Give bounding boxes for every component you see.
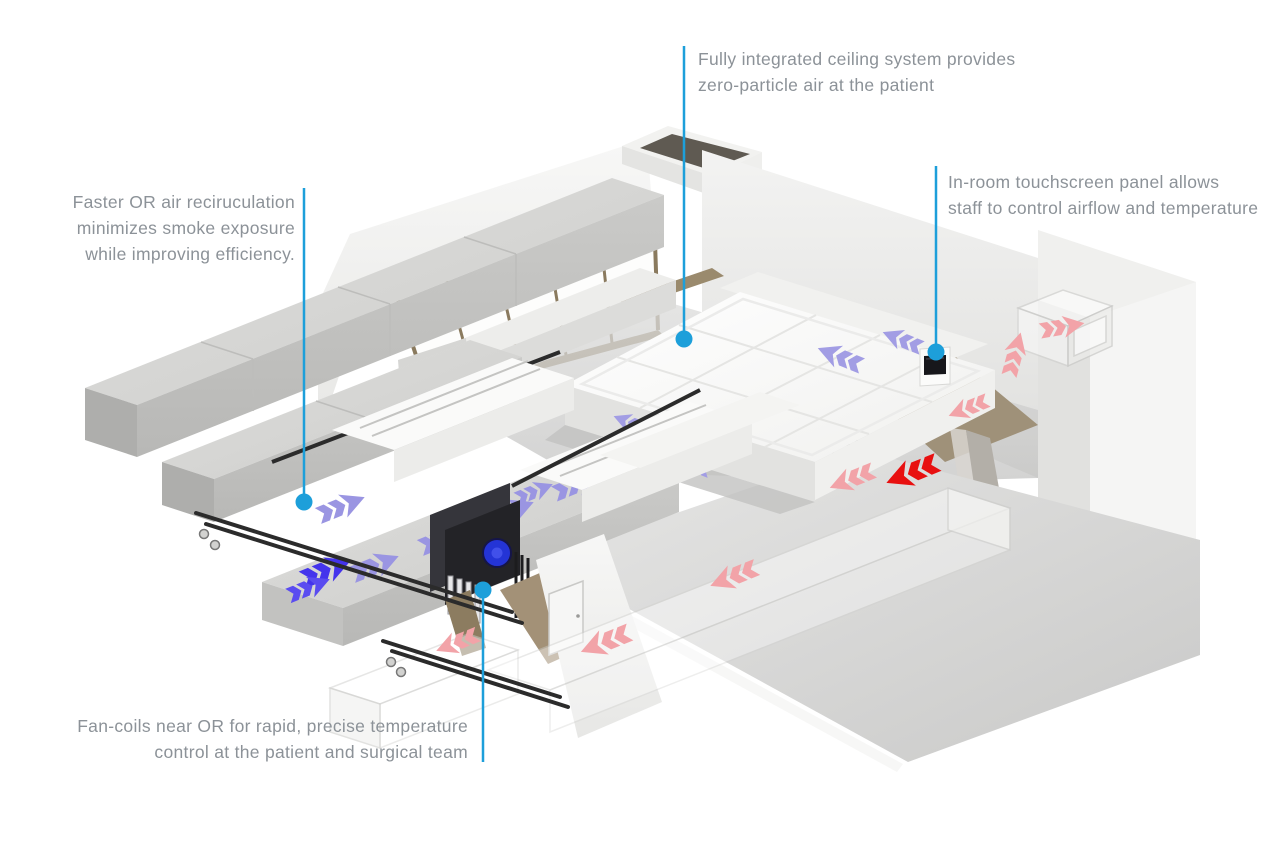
fan-coil-feed-pipe <box>511 388 701 488</box>
dot-fan-coils <box>474 581 492 599</box>
callout-recirculation: Faster OR air reciruculation minimizes s… <box>58 189 295 267</box>
door-handle <box>576 614 580 618</box>
callout-line: control at the patient and surgical team <box>154 742 468 762</box>
dot-recirculation <box>295 493 313 511</box>
dot-ceiling <box>675 330 693 348</box>
callout-line: Fan-coils near OR for rapid, precise tem… <box>77 716 468 736</box>
callout-line: In-room touchscreen panel allows <box>948 172 1220 192</box>
exit-duct <box>1015 289 1115 368</box>
callout-line: Faster OR air reciruculation <box>72 192 295 212</box>
air-handler-boxes <box>332 358 800 522</box>
valves <box>198 528 407 678</box>
callout-ceiling-system: Fully integrated ceiling system provides… <box>698 46 1038 98</box>
callout-line: Fully integrated ceiling system provides <box>698 49 1016 69</box>
callout-line: staff to control airflow and temperature <box>948 198 1259 218</box>
door <box>548 579 584 657</box>
callout-line: while improving efficiency. <box>85 244 295 264</box>
ceiling-panel-seams <box>578 297 982 457</box>
callout-leaders <box>302 46 938 762</box>
front-wall-fragment <box>536 534 662 738</box>
callout-line: zero-particle air at the patient <box>698 75 935 95</box>
touchscreen-screen <box>924 355 946 375</box>
piping-runs <box>194 511 570 709</box>
perimeter-duct-upper <box>85 178 664 457</box>
callout-fan-coils: Fan-coils near OR for rapid, precise tem… <box>60 713 468 765</box>
callout-line: minimizes smoke exposure <box>76 218 295 238</box>
callout-dots <box>295 330 945 599</box>
dot-touchscreen <box>927 343 945 361</box>
callout-touchscreen: In-room touchscreen panel allows staff t… <box>948 169 1273 221</box>
